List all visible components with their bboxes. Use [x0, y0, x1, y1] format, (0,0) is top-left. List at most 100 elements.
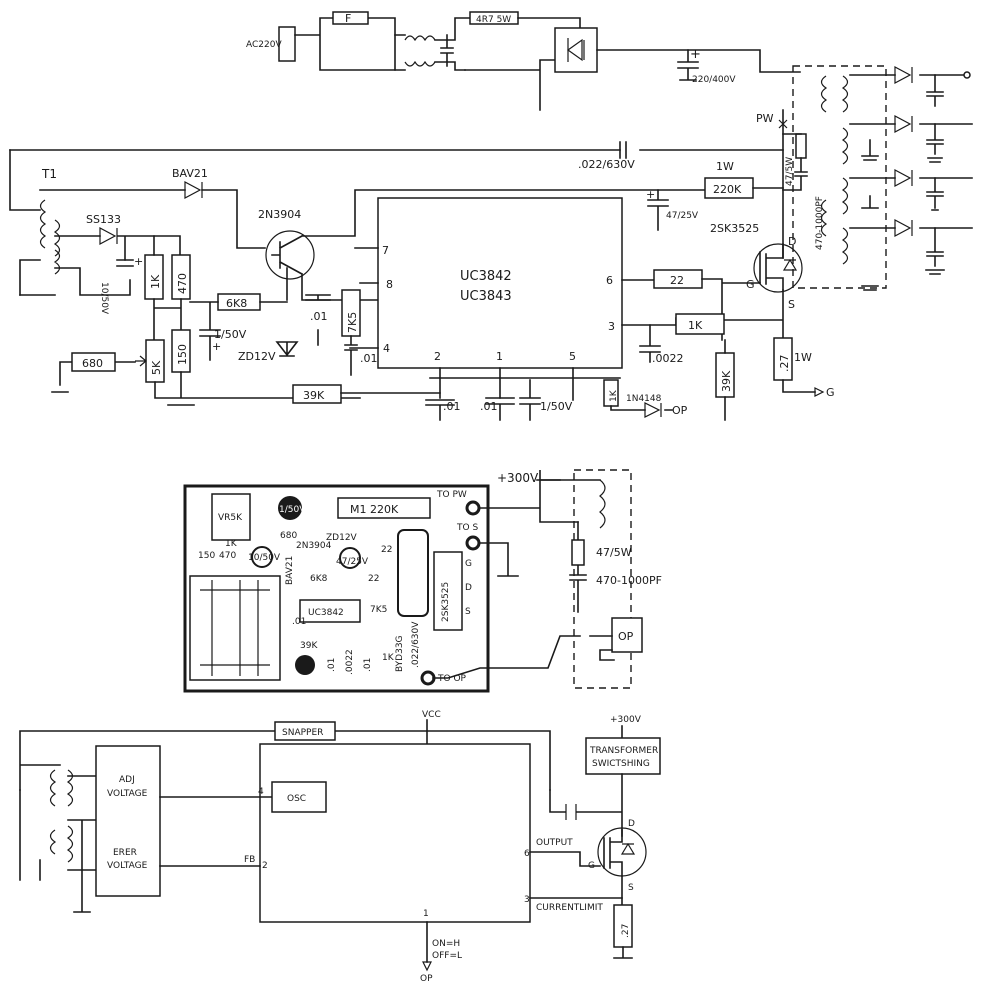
block-plus300v: +300V: [610, 715, 642, 725]
pcb-mosfet-label: 2SK3525: [441, 582, 451, 622]
r-1k-label: 1K: [149, 274, 162, 289]
pcb-g: G: [465, 559, 472, 569]
snubber-cap-022: [619, 141, 627, 159]
resistor-39k-h: [292, 384, 342, 404]
pcb-ext-winding: [599, 479, 606, 529]
pcb-vr5k-label: VR5K: [218, 513, 243, 523]
gate-drive: 1W 220K 47/25V + 2SK3525 22 D G S 1K .00…: [639, 160, 835, 421]
pcb-snub-c-label: 470-1000PF: [596, 574, 662, 587]
pcb-r-6k8: 6K8: [310, 574, 328, 584]
transistor-label: 2N3904: [258, 208, 301, 221]
cap-0022-label: .0022: [652, 352, 684, 365]
block-g: G: [588, 861, 595, 871]
block-adj-erer: [95, 745, 161, 897]
secondary-winding-1: [820, 75, 849, 113]
pcb-mosfet: [433, 551, 463, 631]
r-sense-w-label: 1W: [794, 351, 812, 364]
common-mode-choke: [404, 35, 436, 67]
block-pin4: 4: [258, 787, 264, 797]
r-sense-label: .27: [778, 355, 791, 373]
pcb-cap-47-25v: [339, 547, 361, 569]
block-diagram: SNAPPER VCC 7 ADJ VOLTAGE ERER VOLTAGE 4…: [19, 710, 661, 984]
pcb-s: S: [465, 607, 471, 617]
pin-2: 2: [434, 350, 441, 363]
pcb-r-470: 470: [219, 551, 236, 561]
mosfet-g: G: [746, 278, 755, 291]
pcb-cap-10-50v-label: 10/50V: [248, 553, 281, 563]
block-output: OUTPUT: [536, 838, 573, 848]
pcb-cap-1-50v: [278, 496, 302, 520]
mains-plug: [278, 26, 296, 62]
block-d: D: [628, 819, 635, 829]
block-fb: FB: [244, 855, 255, 865]
pcb-ic: [299, 599, 361, 623]
block-erer-line1: ERER: [113, 848, 137, 858]
cap-01-a-label: .01: [310, 310, 328, 323]
pin-7: 7: [382, 244, 389, 257]
block-pin2: 2: [262, 861, 268, 871]
output-diode-1: [894, 66, 913, 84]
pcb-to-op: TO OP: [437, 674, 467, 684]
aux-winding: [39, 199, 61, 275]
pin-1: 1: [496, 350, 503, 363]
block-osc: [271, 781, 327, 813]
block-ic: [259, 743, 531, 923]
ic-name-1: UC3842: [460, 269, 512, 284]
pin-3: 3: [608, 320, 615, 333]
r-470-label: 470: [176, 273, 189, 294]
pcb-r-1k-b: 1K: [382, 653, 395, 663]
mains-label: AC220V: [246, 40, 282, 50]
pcb-r-680: 680: [280, 531, 297, 541]
pcb-c-01-c: .01: [363, 658, 373, 672]
startup-transistor: 2N3904 ZD12V 6K8 1/50V + .01: [189, 189, 706, 363]
block-vcc-label: VCC: [422, 710, 441, 720]
block-currentlimit: CURRENTLIMIT: [536, 903, 603, 913]
secondary-winding-3: [841, 177, 849, 215]
block-pin6: 6: [524, 849, 530, 859]
pcb-cap-1-50v-label: 1/50V: [279, 505, 306, 515]
pcb-snub-r-label: 47/5W: [596, 546, 632, 559]
pcb-plus300v: +300V: [497, 471, 539, 485]
pw-label: PW: [756, 112, 774, 125]
r-680-label: 680: [82, 357, 103, 370]
snubber-r-label: 47/5W: [785, 157, 795, 186]
r-1w-label: 1W: [716, 160, 734, 173]
block-snapper: [274, 721, 336, 741]
snubber-network: PW 47/5W 470-1000PF: [756, 109, 825, 259]
pwm-controller: UC3842 UC3843 7 8 4 2 1 5 6 3 7K5 .01 39…: [292, 197, 688, 421]
t1-label: T1: [41, 167, 57, 181]
cap-1-50v-a-plus: +: [212, 340, 221, 353]
cap-01-b-label: .01: [360, 352, 378, 365]
pcb-layout: VR5K 1/50V M1 220K TO PW TO S TO OP 150 …: [183, 469, 662, 693]
pcb-c-01: .01: [292, 617, 306, 627]
pcb-zd12v: ZD12V: [326, 533, 358, 543]
pcb-heatsink: [397, 529, 429, 617]
r-1k-b-label: 1K: [609, 389, 619, 402]
op-output-label: OP: [672, 404, 688, 417]
pcb-r-39k: 39K: [300, 641, 318, 651]
r-1k-gate-label: 1K: [688, 319, 703, 332]
pcb-vr5k: [211, 493, 251, 541]
output-terminal-1: [963, 71, 971, 79]
cap-01-c-label: .01: [443, 400, 461, 413]
snubber-c-label: 470-1000PF: [815, 196, 825, 250]
pcb-c-0022: .0022: [345, 649, 355, 675]
block-erer-line2: VOLTAGE: [107, 861, 148, 871]
r-39k-h-label: 39K: [303, 389, 325, 402]
block-op: OP: [420, 974, 433, 984]
pcb-external-dashed-box: [573, 469, 632, 689]
r-7k5-label: 7K5: [346, 312, 359, 333]
pcb-cap-1-50v-b: [295, 655, 315, 675]
block-transformer-line2: SWICTSHING: [592, 759, 650, 769]
pcb-to-s: TO S: [456, 523, 478, 533]
pcb-r-22-a: 22: [381, 545, 392, 555]
output-diodes-2-4: [894, 115, 913, 237]
cap-47-25v-label: 47/25V: [666, 211, 699, 221]
pcb-transformer: [189, 575, 281, 681]
bridge-rectifier: [554, 27, 598, 73]
pcb-ic-label: UC3842: [308, 608, 344, 618]
ic-name-2: UC3843: [460, 289, 512, 304]
auxiliary-supply: T1 .022/630V BAV21 SS133 + 10/50V 1K 470…: [9, 141, 784, 406]
block-pin1: 1: [423, 909, 429, 919]
